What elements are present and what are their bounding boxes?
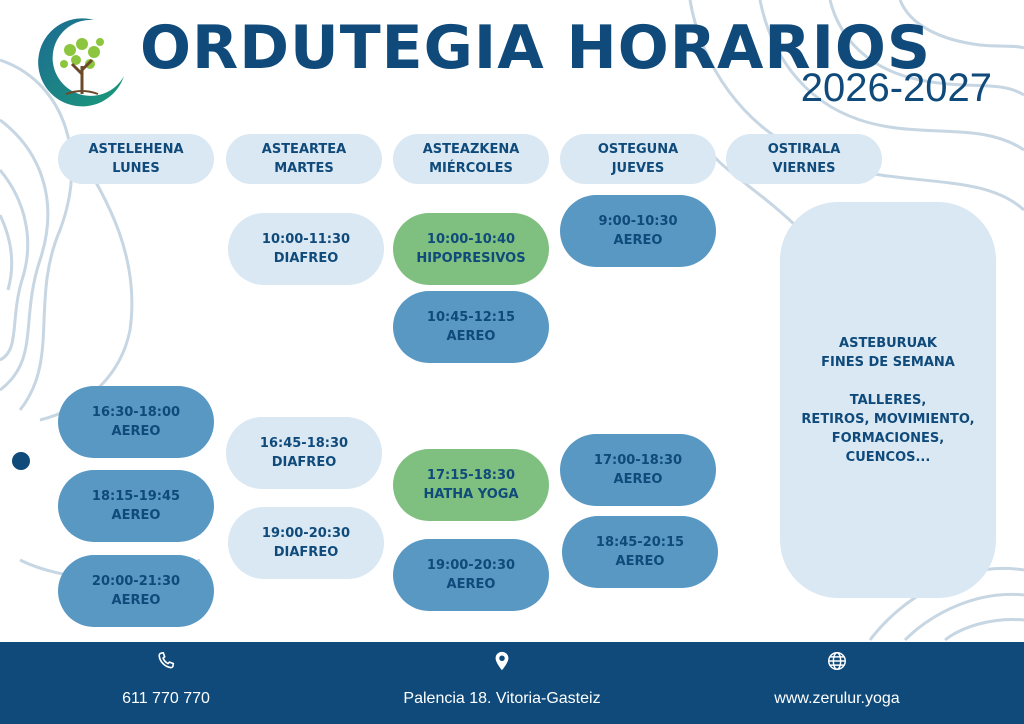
class-time: 17:15-18:30 [426, 468, 516, 483]
weekend-activity: TALLERES, [849, 392, 927, 408]
class-name: AEREO [446, 577, 496, 592]
class-time: 10:00-11:30 [261, 232, 351, 247]
class-name: AEREO [613, 233, 663, 248]
day-name-es: MARTES [274, 161, 334, 176]
class-name: AEREO [111, 593, 161, 608]
day-header-thursday: OSTEGUNA JUEVES [560, 134, 716, 184]
class-time: 19:00-20:30 [426, 558, 516, 573]
day-name-es: VIERNES [772, 161, 836, 176]
year-label: 2026-2027 [800, 66, 992, 110]
day-name-es: LUNES [112, 161, 160, 176]
class-name: DIAFREO [273, 545, 339, 560]
class-slot: 10:00-11:30 DIAFREO [228, 213, 384, 285]
class-name: DIAFREO [273, 251, 339, 266]
class-time: 20:00-21:30 [91, 574, 181, 589]
class-time: 9:00-10:30 [598, 214, 678, 229]
page-title: ORDUTEGIA HORARIOS [140, 13, 932, 83]
tree-moon-logo [38, 18, 124, 107]
day-name-eu: ASTELEHENA [88, 142, 184, 157]
day-header-monday: ASTELEHENA LUNES [58, 134, 214, 184]
class-slot: 16:30-18:00 AEREO [58, 386, 214, 458]
globe-icon [828, 652, 846, 670]
weekend-title-eu: ASTEBURUAK [839, 335, 937, 351]
class-name: AEREO [446, 329, 496, 344]
class-slot: 10:45-12:15 AEREO [393, 291, 549, 363]
day-name-eu: ASTEAZKENA [422, 142, 520, 157]
class-slot: 17:15-18:30 HATHA YOGA [393, 449, 549, 521]
day-name-es: JUEVES [611, 161, 665, 176]
class-time: 18:15-19:45 [91, 489, 181, 504]
weekend-activity: RETIROS, MOVIMIENTO, [801, 411, 975, 427]
class-time: 16:45-18:30 [259, 436, 349, 451]
class-slot: 16:45-18:30 DIAFREO [226, 417, 382, 489]
day-name-eu: OSTEGUNA [597, 142, 679, 157]
phone-number[interactable]: 611 770 770 [122, 690, 210, 707]
class-slot: 17:00-18:30 AEREO [560, 434, 716, 506]
class-name: AEREO [615, 554, 665, 569]
class-slot: 19:00-20:30 DIAFREO [228, 507, 384, 579]
class-time: 16:30-18:00 [91, 405, 181, 420]
weekend-title-es: FINES DE SEMANA [821, 354, 955, 370]
class-time: 19:00-20:30 [261, 526, 351, 541]
phone-icon [158, 651, 175, 669]
class-name: HATHA YOGA [423, 487, 519, 502]
weekend-activity: CUENCOS... [845, 449, 931, 465]
footer-address: Palencia 18. Vitoria-Gasteiz [352, 642, 652, 724]
class-time: 17:00-18:30 [593, 453, 683, 468]
location-pin-icon [495, 651, 509, 671]
class-name: AEREO [613, 472, 663, 487]
class-name: AEREO [111, 424, 161, 439]
weekend-activity: FORMACIONES, [831, 430, 945, 446]
day-header-friday: OSTIRALA VIERNES [726, 134, 882, 184]
class-slot: 20:00-21:30 AEREO [58, 555, 214, 627]
weekend-info-panel: ASTEBURUAK FINES DE SEMANA TALLERES, RET… [780, 202, 996, 598]
decorative-dot [12, 452, 30, 470]
class-time: 18:45-20:15 [595, 535, 685, 550]
class-slot: 10:00-10:40 HIPOPRESIVOS [393, 213, 549, 285]
class-slot: 18:45-20:15 AEREO [562, 516, 718, 588]
address-text: Palencia 18. Vitoria-Gasteiz [403, 690, 601, 707]
day-name-eu: ASTEARTEA [261, 142, 347, 157]
footer-phone: 611 770 770 [16, 642, 316, 724]
class-name: HIPOPRESIVOS [416, 251, 526, 266]
day-name-eu: OSTIRALA [767, 142, 841, 157]
footer-bar: 611 770 770 Palencia 18. Vitoria-Gasteiz… [0, 642, 1024, 724]
day-header-tuesday: ASTEARTEA MARTES [226, 134, 382, 184]
class-slot: 18:15-19:45 AEREO [58, 470, 214, 542]
footer-website: www.zerulur.yoga [687, 642, 987, 724]
class-slot: 19:00-20:30 AEREO [393, 539, 549, 611]
class-name: AEREO [111, 508, 161, 523]
class-slot: 9:00-10:30 AEREO [560, 195, 716, 267]
day-header-wednesday: ASTEAZKENA MIÉRCOLES [393, 134, 549, 184]
class-name: DIAFREO [271, 455, 337, 470]
class-time: 10:00-10:40 [426, 232, 516, 247]
class-time: 10:45-12:15 [426, 310, 516, 325]
website-link[interactable]: www.zerulur.yoga [774, 690, 900, 707]
day-name-es: MIÉRCOLES [429, 161, 513, 176]
